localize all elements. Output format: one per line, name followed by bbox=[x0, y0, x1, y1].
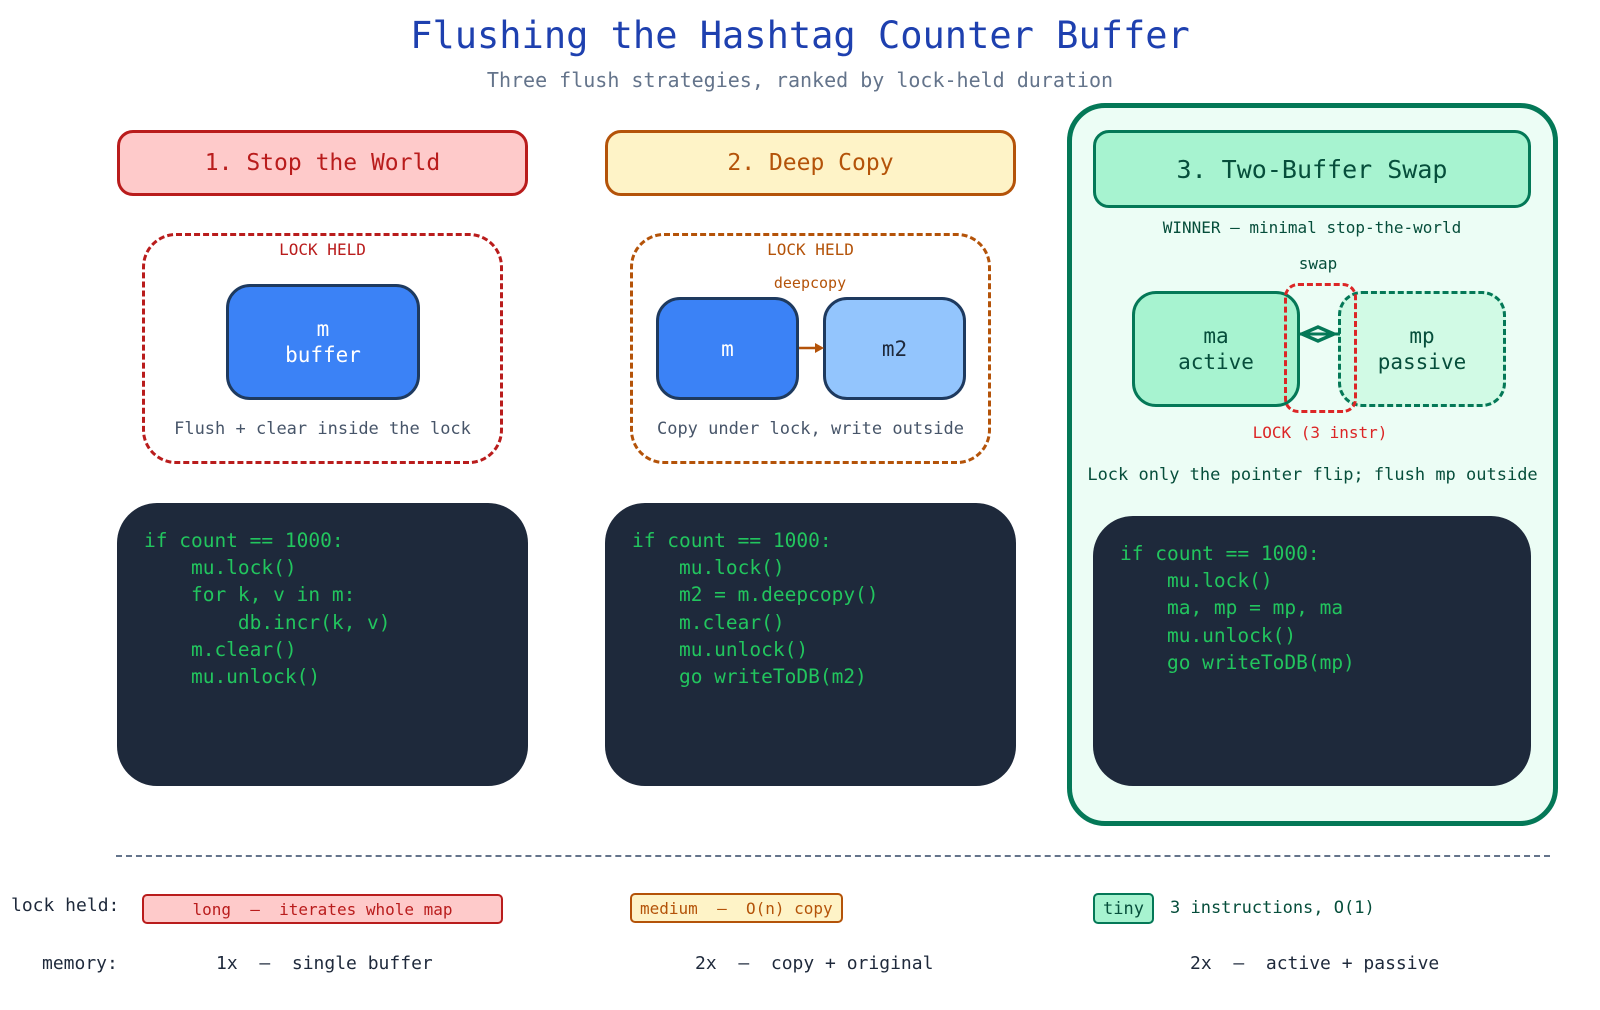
badge-text: medium – O(n) copy bbox=[640, 898, 833, 918]
strategy-2-buffer-m2: m2 bbox=[823, 297, 966, 400]
strategy-1-lock-label: LOCK HELD bbox=[279, 240, 366, 259]
passive-buffer: mp passive bbox=[1338, 291, 1506, 407]
badge-text: long – iterates whole map bbox=[192, 899, 453, 919]
strategy-2-lock-region bbox=[630, 233, 991, 464]
deepcopy-label: deepcopy bbox=[773, 274, 847, 292]
strategy-1-buffer: m buffer bbox=[226, 284, 420, 400]
buffer-name: mp bbox=[1409, 324, 1435, 348]
strategy-3-header: 3. Two-Buffer Swap bbox=[1093, 130, 1531, 208]
strategy-2-caption: Copy under lock, write outside bbox=[656, 419, 965, 439]
lock-held-badge-tiny: tiny bbox=[1093, 893, 1154, 924]
strategy-3-code-block: if count == 1000: mu.lock() ma, mp = mp,… bbox=[1093, 516, 1531, 786]
strategy-1-header: 1. Stop the World bbox=[117, 130, 528, 196]
buffer-name: ma bbox=[1203, 324, 1229, 348]
buffer-name: m2 bbox=[881, 336, 908, 361]
swap-label: swap bbox=[1298, 254, 1338, 273]
lock-held-row-label: lock held: bbox=[11, 895, 120, 916]
buffer-name: m bbox=[721, 336, 734, 361]
lock-held-note: 3 instructions, O(1) bbox=[1170, 898, 1375, 918]
strategy-2-lock-label: LOCK HELD bbox=[767, 240, 854, 259]
strategy-2-code-block: if count == 1000: mu.lock() m2 = m.deepc… bbox=[605, 503, 1016, 786]
section-divider bbox=[116, 855, 1550, 857]
page-subtitle: Three flush strategies, ranked by lock-h… bbox=[486, 68, 1114, 92]
page-title: Flushing the Hashtag Counter Buffer bbox=[410, 14, 1190, 57]
strategy-1-lock-region bbox=[142, 233, 503, 464]
swap-arrow bbox=[1298, 325, 1340, 343]
active-buffer: ma active bbox=[1132, 291, 1300, 407]
memory-row-label: memory: bbox=[42, 953, 118, 974]
strategy-3-caption: Lock only the pointer flip; flush mp out… bbox=[1087, 465, 1538, 485]
buffer-name: m bbox=[316, 317, 330, 341]
buffer-role: passive bbox=[1377, 350, 1467, 374]
lock-held-badge-long: long – iterates whole map bbox=[142, 894, 503, 924]
lock-held-badge-medium: medium – O(n) copy bbox=[630, 893, 843, 923]
swap-lock-region bbox=[1284, 283, 1357, 413]
strategy-3-header-text: 3. Two-Buffer Swap bbox=[1176, 154, 1448, 184]
strategy-1-code-block: if count == 1000: mu.lock() for k, v in … bbox=[117, 503, 528, 786]
strategy-1-caption: Flush + clear inside the lock bbox=[174, 419, 471, 439]
strategy-2-header: 2. Deep Copy bbox=[605, 130, 1016, 196]
deepcopy-arrow bbox=[799, 343, 824, 353]
memory-value-3: 2x – active + passive bbox=[1190, 953, 1440, 974]
strategy-1-header-text: 1. Stop the World bbox=[204, 150, 441, 176]
memory-value-1: 1x – single buffer bbox=[216, 953, 433, 974]
strategy-2-buffer-m: m bbox=[656, 297, 799, 400]
buffer-role: buffer bbox=[285, 343, 361, 367]
winner-label: WINNER – minimal stop-the-world bbox=[1162, 218, 1462, 237]
buffer-role: active bbox=[1178, 350, 1254, 374]
strategy-2-header-text: 2. Deep Copy bbox=[727, 150, 894, 176]
badge-text: tiny bbox=[1103, 898, 1144, 919]
memory-value-2: 2x – copy + original bbox=[695, 953, 934, 974]
swap-lock-label: LOCK (3 instr) bbox=[1252, 423, 1388, 442]
